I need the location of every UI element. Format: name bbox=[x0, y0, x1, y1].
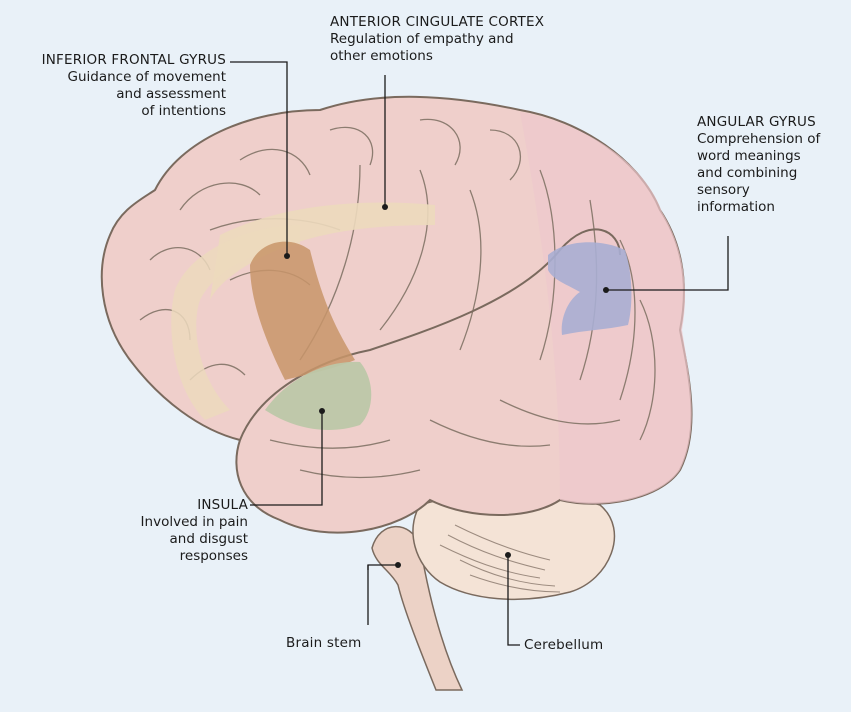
inferior-frontal-desc-3: of intentions bbox=[6, 103, 226, 120]
angular-gyrus-desc-3: and combining bbox=[697, 165, 820, 182]
cerebellum-title: Cerebellum bbox=[524, 637, 603, 654]
inferior-frontal-label: INFERIOR FRONTAL GYRUS Guidance of movem… bbox=[6, 52, 226, 120]
cerebellum-label: Cerebellum bbox=[524, 637, 603, 654]
inferior-frontal-title: INFERIOR FRONTAL GYRUS bbox=[6, 52, 226, 69]
anterior-cingulate-label: ANTERIOR CINGULATE CORTEX Regulation of … bbox=[330, 14, 544, 65]
anterior-cingulate-title: ANTERIOR CINGULATE CORTEX bbox=[330, 14, 544, 31]
brain-stem-title: Brain stem bbox=[286, 635, 361, 652]
insula-title: INSULA bbox=[60, 497, 248, 514]
insula-desc-3: responses bbox=[60, 548, 248, 565]
inferior-frontal-desc-1: Guidance of movement bbox=[6, 69, 226, 86]
angular-gyrus-title: ANGULAR GYRUS bbox=[697, 114, 820, 131]
inferior-frontal-desc-2: and assessment bbox=[6, 86, 226, 103]
angular-gyrus-desc-5: information bbox=[697, 199, 820, 216]
brain-stem-label: Brain stem bbox=[286, 635, 361, 652]
angular-gyrus-label: ANGULAR GYRUS Comprehension of word mean… bbox=[697, 114, 820, 216]
angular-gyrus-desc-2: word meanings bbox=[697, 148, 820, 165]
insula-desc-2: and disgust bbox=[60, 531, 248, 548]
insula-label: INSULA Involved in pain and disgust resp… bbox=[60, 497, 248, 565]
angular-gyrus-desc-1: Comprehension of bbox=[697, 131, 820, 148]
angular-gyrus-desc-4: sensory bbox=[697, 182, 820, 199]
insula-desc-1: Involved in pain bbox=[60, 514, 248, 531]
anterior-cingulate-desc-2: other emotions bbox=[330, 48, 544, 65]
anterior-cingulate-desc-1: Regulation of empathy and bbox=[330, 31, 544, 48]
